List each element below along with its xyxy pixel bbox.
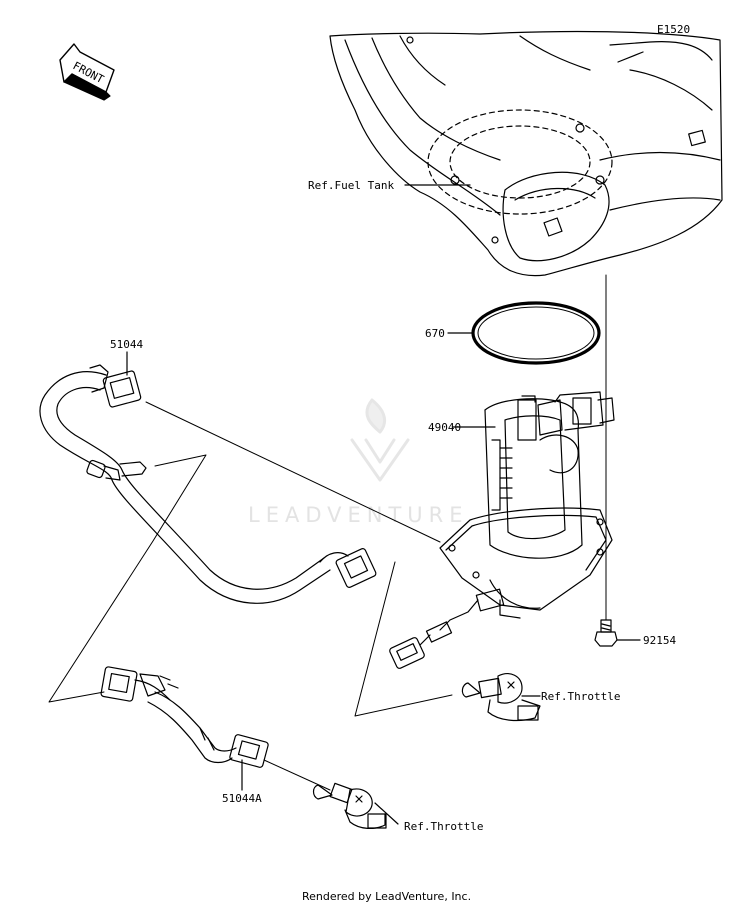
footer-credit: Rendered by LeadVenture, Inc. bbox=[302, 890, 471, 903]
bolt bbox=[594, 619, 618, 647]
throttle-body-lower bbox=[312, 782, 387, 829]
watermark-logo-icon bbox=[350, 398, 410, 482]
throttle-right-label: Ref.Throttle bbox=[541, 690, 620, 703]
fuel-pump-assembly bbox=[389, 391, 615, 669]
hose-upper bbox=[39, 364, 377, 604]
throttle-lower-leader bbox=[374, 802, 399, 825]
fuel-tank-ref-label: Ref.Fuel Tank bbox=[308, 179, 394, 192]
throttle-body-right bbox=[461, 673, 541, 722]
assembly-guide-left bbox=[48, 454, 207, 703]
gasket-ring bbox=[471, 301, 601, 365]
gasket-label: 670 bbox=[425, 327, 445, 340]
diagram-code-leader bbox=[617, 51, 644, 63]
hose-lower bbox=[100, 666, 269, 768]
bolt-label: 92154 bbox=[643, 634, 676, 647]
diagram-code: E1520 bbox=[657, 23, 690, 36]
hose-lower-label: 51044A bbox=[222, 792, 262, 805]
assembly-guide-right bbox=[354, 561, 453, 717]
watermark-text: LEADVENTURE bbox=[248, 503, 469, 527]
fuel-pump-label: 49040 bbox=[428, 421, 461, 434]
hose-upper-label: 51044 bbox=[110, 338, 143, 351]
throttle-lower-label: Ref.Throttle bbox=[404, 820, 483, 833]
hose-lower-connection-line bbox=[263, 759, 331, 791]
hose-upper-connection-line bbox=[145, 401, 441, 543]
front-arrow-icon: FRONT bbox=[59, 43, 115, 101]
fuel-tank bbox=[329, 30, 723, 277]
